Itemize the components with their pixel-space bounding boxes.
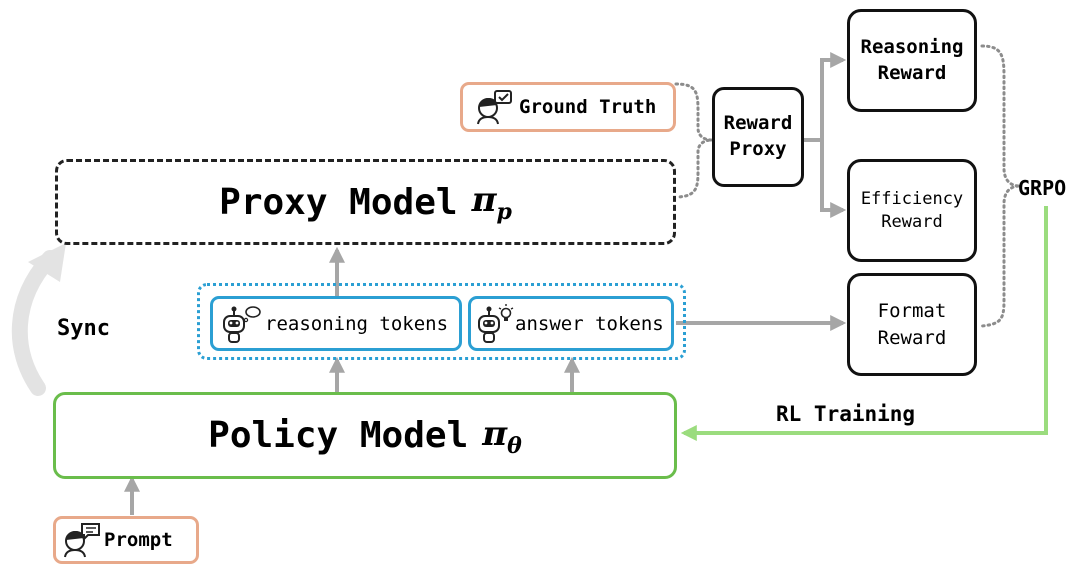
arrow-proxy-to-efficiency-reward [820, 140, 847, 218]
sync-label: Sync [57, 316, 110, 341]
policy-model-label: Policy Model [208, 415, 469, 456]
grpo-label: GRPO [1018, 176, 1067, 200]
reasoning-tokens-label: reasoning tokens [265, 312, 449, 335]
ground-truth-label: Ground Truth [519, 96, 657, 118]
robot-idea-icon [478, 303, 514, 343]
robot-thinking-icon [223, 305, 261, 343]
efficiency-reward-line1: Efficiency [860, 188, 964, 209]
dotted-brace-rewards [980, 44, 1021, 328]
efficiency-reward-box: Efficiency Reward [847, 159, 977, 262]
reward-proxy-line2: Proxy [729, 138, 787, 160]
proxy-model-symbol: πp [471, 180, 512, 226]
arrow-rl-training [680, 206, 1048, 441]
sync-arrow [11, 250, 58, 396]
reasoning-reward-line2: Reward [877, 61, 947, 84]
reasoning-tokens-box: reasoning tokens [210, 296, 462, 351]
reasoning-reward-line1: Reasoning [860, 35, 964, 58]
answer-tokens-box: answer tokens [468, 296, 674, 351]
answer-tokens-label: answer tokens [515, 312, 664, 335]
format-reward-box: Format Reward [847, 273, 977, 376]
reasoning-reward-box: Reasoning Reward [847, 9, 977, 112]
sync-arrowhead [28, 243, 66, 282]
person-message-icon [64, 523, 100, 558]
ground-truth-box: Ground Truth [460, 82, 676, 132]
arrow-proxy-to-reasoning-reward [802, 52, 847, 142]
reward-proxy-box: Reward Proxy [712, 87, 804, 187]
proxy-model-label: Proxy Model [219, 181, 458, 223]
proxy-model-box: Proxy Model πp [55, 159, 676, 245]
efficiency-reward-line2: Reward [881, 211, 943, 232]
person-chat-icon [477, 90, 512, 125]
rl-training-label: RL Training [776, 402, 916, 426]
prompt-box: Prompt [53, 516, 199, 564]
format-reward-line2: Reward [877, 326, 947, 349]
prompt-label: Prompt [104, 529, 173, 551]
policy-model-symbol: πθ [482, 413, 522, 460]
policy-model-box: Policy Model πθ [53, 392, 677, 479]
dotted-brace-inputs [674, 82, 713, 199]
tokens-group [197, 283, 686, 360]
format-reward-line1: Format [877, 299, 947, 322]
reward-proxy-line1: Reward [723, 112, 793, 135]
